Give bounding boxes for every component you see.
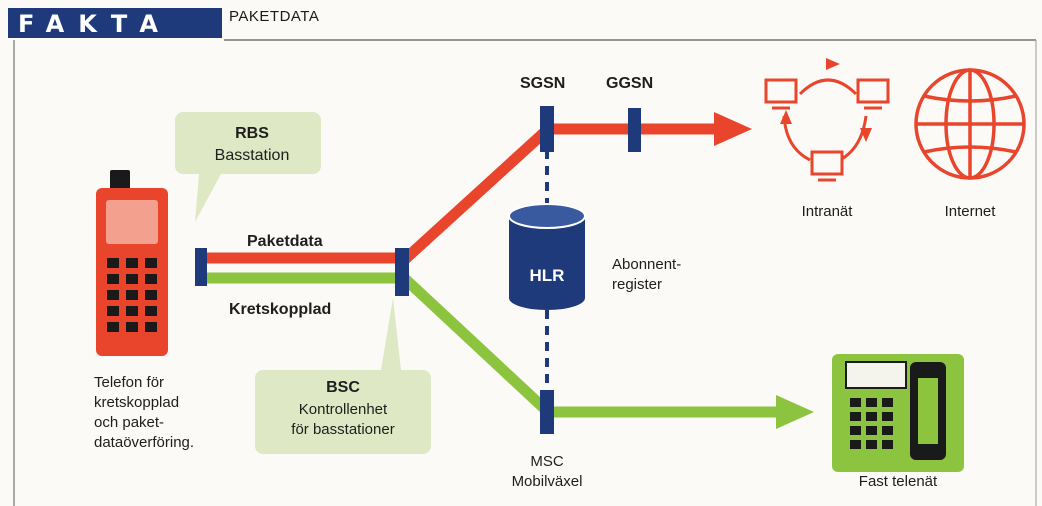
internet-label: Internet — [944, 203, 996, 220]
bsc-subtitle-2: för basstationer — [291, 421, 395, 438]
rbs-title: RBS — [235, 125, 269, 142]
hlr-label: HLR — [529, 266, 565, 285]
intranat-label: Intranät — [801, 203, 853, 220]
sgsn-label: SGSN — [520, 75, 566, 92]
kretskopplad-label: Kretskopplad — [229, 301, 332, 318]
rbs-node — [195, 248, 207, 286]
rbs-subtitle: Basstation — [214, 147, 290, 164]
msc-subtitle: Mobilväxel — [511, 473, 583, 490]
fakta-badge-text: FAKTA — [18, 10, 172, 38]
fast-telenat-label: Fast telenät — [858, 473, 938, 490]
ggsn-node — [628, 108, 641, 152]
msc-label: MSC — [530, 453, 564, 470]
intranet-ring-arrow-top — [826, 58, 840, 70]
rbs-bubble — [175, 112, 321, 222]
hlr-description-1: Abonnent- — [612, 256, 682, 273]
fakta-badge: FAKTA — [8, 8, 222, 38]
hlr-database-icon — [508, 203, 586, 310]
bsc-title: BSC — [326, 379, 360, 396]
intranet-ring-arrow-right — [860, 128, 872, 142]
sgsn-node — [540, 106, 554, 152]
msc-node — [540, 390, 554, 434]
globe-icon — [914, 68, 1026, 180]
hlr-description-2: register — [612, 276, 663, 293]
circuit-arrowhead — [776, 395, 814, 429]
bsc-bubble — [255, 298, 431, 454]
paketdata-label: Paketdata — [247, 233, 323, 250]
ggsn-label: GGSN — [606, 75, 654, 92]
phone-caption-line-4: dataöverföring. — [94, 434, 195, 451]
mobile-phone-icon — [96, 170, 168, 356]
phone-caption-line-2: kretskopplad — [94, 394, 180, 411]
bsc-subtitle-1: Kontrollenhet — [298, 401, 388, 418]
intranet-ring-arrow-left — [780, 110, 792, 124]
phone-caption-line-3: och paket- — [94, 414, 165, 431]
fixed-telephone-icon — [832, 354, 964, 472]
packet-arrowhead — [714, 112, 752, 146]
bsc-sgsn-line — [398, 124, 552, 267]
page-title: PAKETDATA — [229, 8, 320, 25]
phone-caption-line-1: Telefon för — [94, 374, 165, 391]
bsc-node — [395, 248, 409, 296]
bsc-msc-line — [398, 271, 552, 417]
